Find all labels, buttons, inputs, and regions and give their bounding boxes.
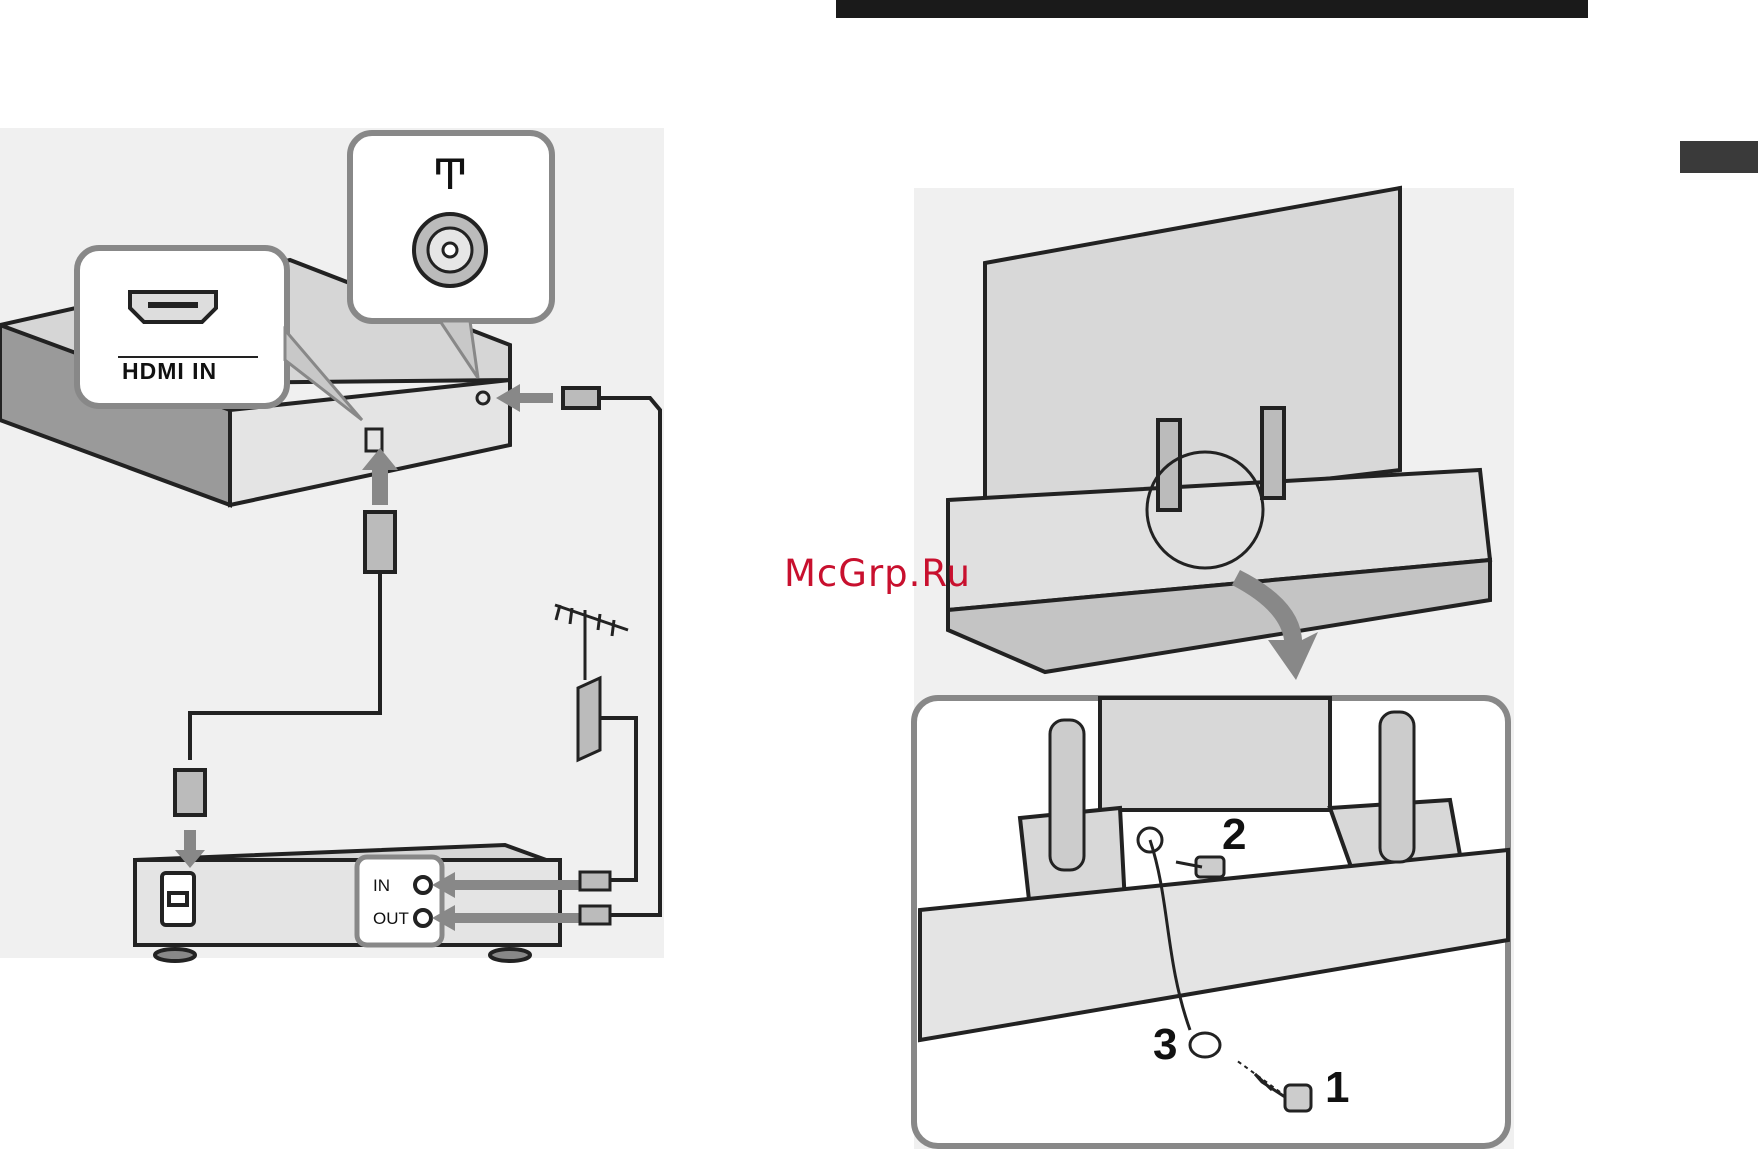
step-label-1: 1 bbox=[1325, 1063, 1349, 1113]
watermark: McGrp.Ru bbox=[784, 552, 971, 595]
antenna-cable bbox=[563, 388, 660, 915]
port-in-label: IN bbox=[373, 876, 390, 896]
tv-on-stand bbox=[948, 188, 1490, 672]
wall-antenna bbox=[555, 605, 628, 760]
hdmi-in-label: HDMI IN bbox=[122, 358, 217, 385]
step-label-2: 2 bbox=[1222, 810, 1246, 860]
hdmi-cable bbox=[175, 512, 395, 815]
detail-callout bbox=[914, 698, 1508, 1146]
antenna-symbol: Ͳ bbox=[432, 150, 468, 199]
step-label-3: 3 bbox=[1153, 1020, 1177, 1070]
port-out-label: OUT bbox=[373, 909, 409, 929]
set-top-box bbox=[135, 845, 560, 961]
